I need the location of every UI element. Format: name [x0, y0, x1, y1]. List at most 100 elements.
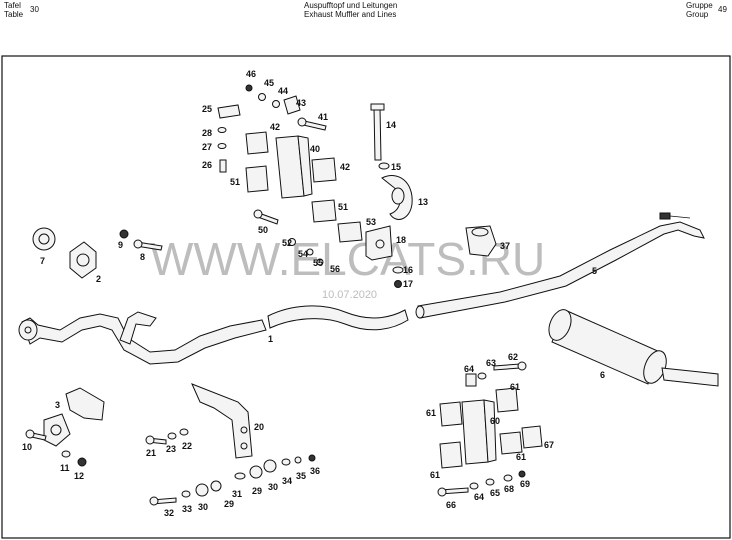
label-43: 43	[296, 98, 306, 108]
part-20-support-bracket	[191, 383, 253, 459]
table-label: Tafel Table 30	[4, 1, 39, 19]
part-5-rear-pipe	[415, 212, 705, 319]
label-51a: 51	[230, 177, 240, 187]
label-64a: 64	[464, 364, 474, 374]
label-61b: 61	[426, 408, 436, 418]
label-6: 6	[600, 370, 605, 380]
part-9-nut	[119, 229, 129, 239]
part-37-rubber-block	[465, 225, 497, 257]
part-2-flange	[69, 241, 97, 279]
label-69: 69	[520, 479, 530, 489]
group-label-de: Gruppe	[686, 1, 713, 10]
label-52: 52	[282, 238, 292, 248]
label-18: 18	[396, 235, 406, 245]
label-56: 56	[330, 264, 340, 274]
label-51b: 51	[338, 202, 348, 212]
table-label-de: Tafel	[4, 1, 21, 10]
label-60: 60	[490, 416, 500, 426]
label-67: 67	[544, 440, 554, 450]
part-6-muffler	[548, 309, 719, 387]
label-61c: 61	[516, 452, 526, 462]
label-3: 3	[55, 400, 60, 410]
label-23: 23	[166, 444, 176, 454]
label-10: 10	[22, 442, 32, 452]
label-68: 68	[504, 484, 514, 494]
part-1-front-pipe	[18, 305, 409, 365]
label-11: 11	[60, 463, 70, 473]
part-16-washer	[392, 266, 404, 274]
group-label: Gruppe Group 49	[686, 1, 727, 19]
bottom-hardware-row	[149, 454, 316, 506]
label-36: 36	[310, 466, 320, 476]
callout-labels: 1 2 3 5 6 7 8 9 10 11 12 13 14 15 16 17 …	[22, 69, 605, 518]
label-12: 12	[74, 471, 84, 481]
label-29a: 29	[252, 486, 262, 496]
label-55: 55	[313, 258, 323, 268]
label-2: 2	[96, 274, 101, 284]
label-40: 40	[310, 144, 320, 154]
label-15: 15	[391, 162, 401, 172]
watermark-date: 10.07.2020	[322, 289, 377, 301]
label-5: 5	[592, 266, 597, 276]
label-16: 16	[403, 265, 413, 275]
part-7-seal-ring	[32, 227, 56, 251]
table-number: 30	[30, 5, 39, 14]
label-9: 9	[118, 240, 123, 250]
part-3-bracket	[43, 387, 105, 447]
label-42a: 42	[270, 122, 280, 132]
label-25: 25	[202, 104, 212, 114]
part-8-bolt	[133, 239, 163, 251]
group-label-en: Group	[686, 10, 709, 19]
label-34: 34	[282, 476, 292, 486]
label-14: 14	[386, 120, 396, 130]
part-14-bolt	[370, 103, 385, 161]
part-23-washer	[167, 432, 177, 440]
label-42b: 42	[340, 162, 350, 172]
label-21: 21	[146, 448, 156, 458]
label-46: 46	[246, 69, 256, 79]
part-22-washer	[179, 428, 189, 436]
upper-hanger-assembly	[217, 84, 363, 266]
part-11-washer	[61, 450, 71, 458]
label-26: 26	[202, 160, 212, 170]
part-17-nut	[394, 280, 402, 288]
label-28: 28	[202, 128, 212, 138]
label-13: 13	[418, 197, 428, 207]
title-english: Exhaust Muffler and Lines	[304, 10, 397, 19]
label-1: 1	[268, 334, 273, 344]
label-17: 17	[403, 279, 413, 289]
label-45: 45	[264, 78, 274, 88]
label-62: 62	[508, 352, 518, 362]
group-number: 49	[718, 5, 727, 14]
label-44: 44	[278, 86, 288, 96]
part-15-washer	[378, 162, 390, 170]
pipe-bracket	[119, 311, 157, 345]
label-65: 65	[490, 488, 500, 498]
label-63: 63	[486, 358, 496, 368]
part-13-rubber-mount	[381, 175, 413, 220]
part-18-bracket	[365, 225, 393, 261]
label-53: 53	[366, 217, 376, 227]
label-27: 27	[202, 142, 212, 152]
label-22: 22	[182, 441, 192, 451]
label-20: 20	[254, 422, 264, 432]
label-7: 7	[40, 256, 45, 266]
label-30a: 30	[268, 482, 278, 492]
part-10-bolt	[25, 429, 47, 441]
label-64b: 64	[474, 492, 484, 502]
label-8: 8	[140, 252, 145, 262]
lower-hanger-assembly	[437, 361, 543, 497]
label-66: 66	[446, 500, 456, 510]
part-12-nut	[77, 457, 87, 467]
label-35: 35	[296, 471, 306, 481]
label-41: 41	[318, 112, 328, 122]
title-german: Auspufftopf und Leitungen	[304, 1, 398, 10]
label-50: 50	[258, 225, 268, 235]
label-33: 33	[182, 504, 192, 514]
label-61d: 61	[430, 470, 440, 480]
diagram-frame	[1, 55, 731, 539]
label-31: 31	[232, 489, 242, 499]
table-label-en: Table	[4, 10, 24, 19]
label-29b: 29	[224, 499, 234, 509]
